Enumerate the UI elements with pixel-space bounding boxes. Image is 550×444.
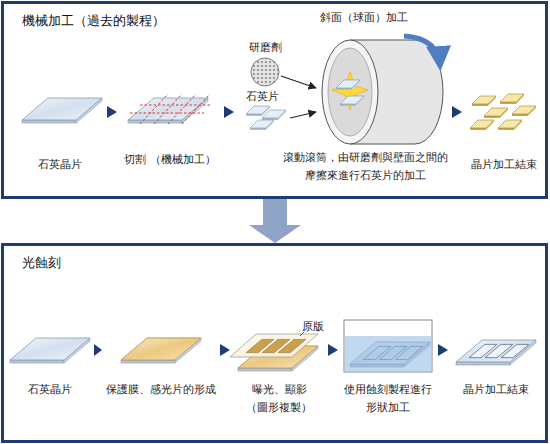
coated-wafer bbox=[121, 338, 201, 363]
process-step: 曝光、顯影 （圖形複製） bbox=[232, 320, 326, 417]
step-label: 石英晶片 bbox=[15, 156, 105, 174]
step-label: 保護膜、感光片的形成 bbox=[104, 381, 218, 399]
step-label: 晶片加工結束 bbox=[450, 381, 542, 399]
rolling-drum bbox=[322, 36, 443, 144]
tank-wall bbox=[344, 320, 432, 372]
abrasive-ball bbox=[251, 58, 279, 86]
cut-wafer bbox=[128, 94, 212, 124]
step-arrow bbox=[107, 106, 117, 118]
cut-lines bbox=[130, 94, 212, 124]
quartz-piece bbox=[336, 80, 360, 90]
drum-inside bbox=[328, 48, 372, 136]
etching-liquid bbox=[345, 336, 431, 371]
feed-arrow bbox=[290, 112, 316, 118]
process-step: 晶片加工結束 bbox=[450, 320, 542, 399]
friction-spark bbox=[332, 72, 368, 110]
finished-wafer bbox=[456, 340, 536, 365]
exposure-wafer bbox=[230, 332, 318, 371]
finished-chips bbox=[470, 94, 536, 130]
part-label: 研磨劑 bbox=[249, 41, 282, 54]
step-label: 石英晶片 bbox=[8, 381, 92, 399]
step-label: 曝光、顯影 （圖形複製） bbox=[232, 381, 326, 417]
quartz-wafer bbox=[10, 338, 90, 363]
step-label: 使用蝕刻製程進行 形狀加工 bbox=[340, 381, 436, 417]
photomask bbox=[230, 334, 318, 357]
quartz-piece bbox=[340, 96, 364, 106]
panel-title: 光蝕刻 bbox=[4, 246, 545, 271]
step-label: 晶片加工結束 bbox=[464, 156, 544, 174]
process-panel: 光蝕刻石英晶片保護膜、感光片的形成曝光、顯影 （圖形複製） 使用蝕刻製程進行 形狀… bbox=[1, 243, 548, 443]
process-step: 石英晶片 bbox=[8, 320, 92, 399]
process-step: 晶片加工結束 bbox=[464, 78, 544, 174]
quartz-wafer bbox=[22, 98, 102, 123]
step-arrow bbox=[328, 344, 338, 356]
block-arrow bbox=[249, 199, 301, 243]
panel-title: 機械加工（過去的製程） bbox=[4, 4, 545, 29]
drum-opening bbox=[322, 40, 378, 144]
rotation-arrow bbox=[404, 36, 440, 66]
part-label: 石英片 bbox=[246, 90, 279, 103]
process-step: 石英晶片 bbox=[15, 78, 105, 174]
part-label: 斜面（球面）加工 bbox=[320, 11, 408, 24]
etching-tank bbox=[344, 320, 432, 372]
process-step: 切割 （機械加工） bbox=[119, 78, 221, 169]
part-label: 原版 bbox=[302, 320, 324, 333]
step-arrow bbox=[94, 344, 102, 356]
step-label: 滾動滾筒，由研磨劑與壁面之間的 摩擦來進行石英片的加工 bbox=[236, 149, 450, 185]
process-step: 保護膜、感光片的形成 bbox=[104, 320, 218, 399]
step-arrow bbox=[224, 106, 234, 118]
step-arrow bbox=[220, 344, 230, 356]
step-label: 切割 （機械加工） bbox=[119, 151, 221, 169]
mask-pattern bbox=[246, 339, 306, 352]
feed-arrow bbox=[281, 76, 316, 88]
step-arrow bbox=[452, 106, 462, 118]
quartz-pieces bbox=[246, 106, 286, 130]
leader-line bbox=[300, 332, 304, 336]
quartz-wafer bbox=[128, 98, 208, 123]
process-step: 使用蝕刻製程進行 形狀加工 bbox=[340, 320, 436, 417]
step-arrow bbox=[438, 344, 448, 356]
